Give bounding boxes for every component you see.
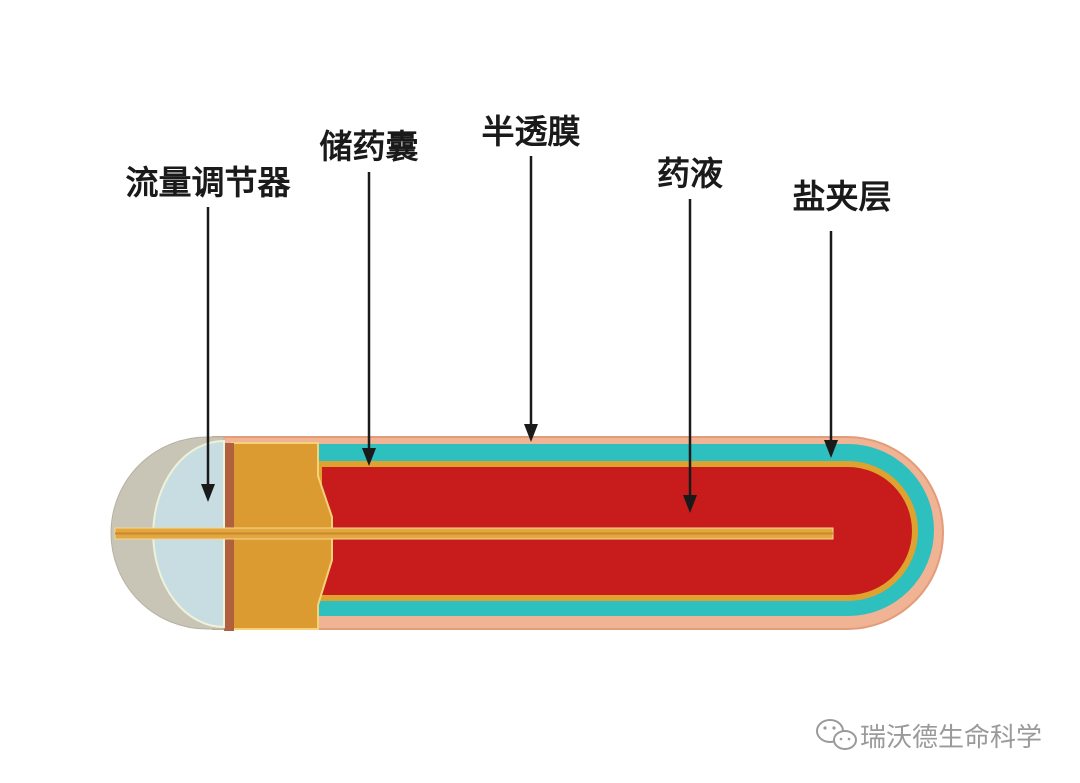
arrow-flow-regulator [201, 207, 215, 502]
arrow-salt-layer [824, 231, 838, 458]
arrow-drug-solution [683, 199, 697, 513]
arrow-semipermeable-membrane [524, 156, 538, 442]
label-salt-layer: 盐夹层 [793, 177, 892, 216]
label-drug-solution: 药液 [657, 154, 723, 193]
label-drug-reservoir: 储药囊 [320, 127, 419, 166]
wechat-icon [816, 719, 857, 750]
label-flow-regulator: 流量调节器 [126, 163, 292, 202]
watermark-text: 瑞沃德生命科学 [860, 723, 1042, 753]
watermark: 瑞沃德生命科学 [816, 719, 1042, 753]
label-semipermeable-membrane: 半透膜 [482, 112, 581, 151]
arrows [201, 156, 838, 513]
arrow-drug-reservoir [362, 172, 376, 466]
